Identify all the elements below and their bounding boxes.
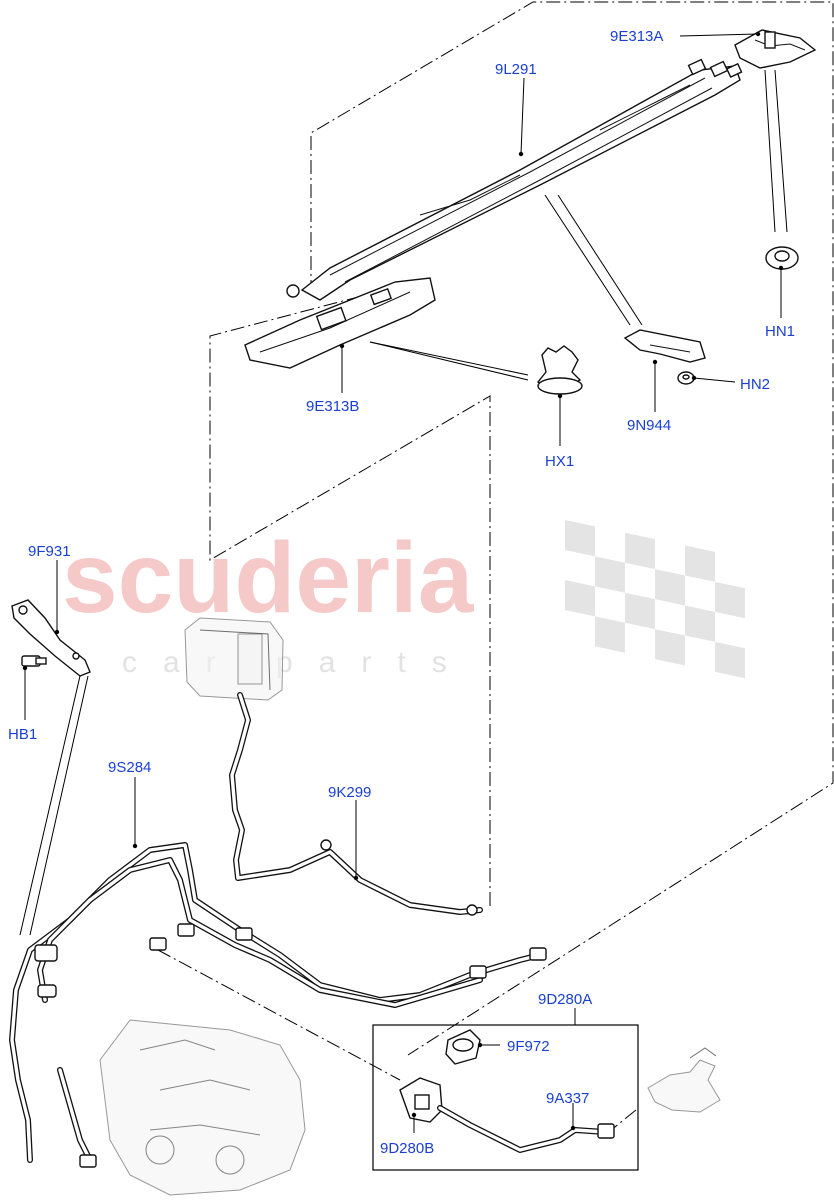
callout-9L291[interactable]: 9L291 xyxy=(495,61,537,78)
group-box-9D280A xyxy=(372,1024,639,1171)
callout-9N944[interactable]: 9N944 xyxy=(627,417,671,434)
part-HN2-nut xyxy=(677,371,695,385)
watermark: scuderia car parts xyxy=(62,520,745,679)
intake-manifold-phantom xyxy=(99,1019,306,1196)
part-HN1-nut xyxy=(764,69,799,270)
part-9A337-pipe xyxy=(437,1105,615,1153)
bracket-leader-a xyxy=(19,675,81,936)
part-HX1-clip xyxy=(369,341,583,395)
evap-canister-phantom xyxy=(184,617,284,701)
callout-leaders xyxy=(22,31,784,1133)
harness-to-valve-boundary xyxy=(157,949,401,1081)
fuel-pump-phantom xyxy=(647,1047,721,1113)
callout-9F931[interactable]: 9F931 xyxy=(28,543,71,560)
rail-end-fitting xyxy=(286,284,300,298)
part-9K299-hose xyxy=(229,692,483,916)
part-9F931-bracket xyxy=(11,599,91,677)
bracket-leader-b xyxy=(29,675,89,936)
callout-9D280A[interactable]: 9D280A xyxy=(538,991,592,1008)
part-9N944-bracket xyxy=(544,194,706,363)
callout-HN1[interactable]: HN1 xyxy=(765,323,795,340)
part-9E313A-bracket xyxy=(734,29,817,69)
part-9D280B-valve xyxy=(399,1077,443,1123)
callout-HN2[interactable]: HN2 xyxy=(740,376,770,393)
callout-9D280B[interactable]: 9D280B xyxy=(380,1140,434,1157)
watermark-brand-text: scuderia xyxy=(62,522,475,634)
callout-9E313B[interactable]: 9E313B xyxy=(306,398,359,415)
part-HB1-bolt xyxy=(21,655,47,667)
part-9L291-fuel-rail-assembly xyxy=(286,58,743,301)
callout-9S284[interactable]: 9S284 xyxy=(108,759,151,776)
watermark-sub-text: car parts xyxy=(122,646,473,679)
part-9S284-pipe-harness xyxy=(9,842,547,1168)
part-9E313B-bracket xyxy=(244,277,436,369)
part-9D280A-group xyxy=(372,1024,639,1171)
callout-9F972[interactable]: 9F972 xyxy=(507,1038,550,1055)
callout-9E313A[interactable]: 9E313A xyxy=(610,28,663,45)
mid-boundary xyxy=(209,277,491,910)
callout-HB1[interactable]: HB1 xyxy=(8,726,37,743)
callout-9A337[interactable]: 9A337 xyxy=(546,1090,589,1107)
callout-HX1[interactable]: HX1 xyxy=(545,453,574,470)
part-9F972-sensor xyxy=(445,1029,481,1065)
callout-labels: 9E313A 9L291 HN1 HN2 9N944 9E313B HX1 9F… xyxy=(8,28,795,1157)
checkered-flag-icon xyxy=(565,520,745,679)
callout-9K299[interactable]: 9K299 xyxy=(328,784,371,801)
